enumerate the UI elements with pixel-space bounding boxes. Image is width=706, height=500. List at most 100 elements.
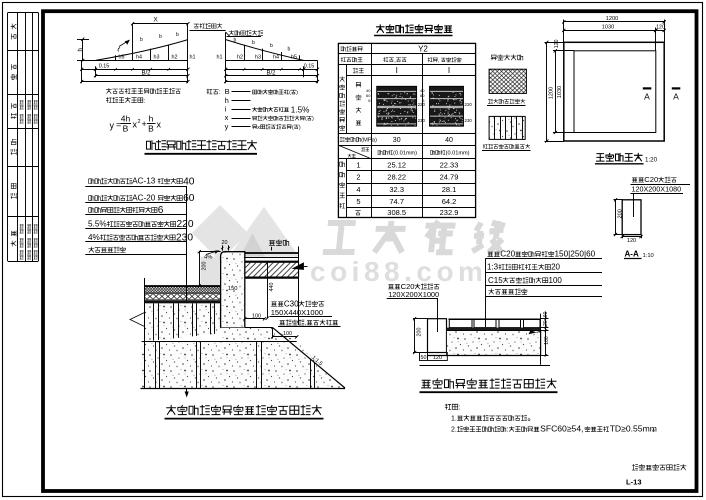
- svg-text:220: 220: [177, 219, 194, 230]
- svg-text:1200: 1200: [549, 87, 555, 99]
- svg-text:C30: C30: [284, 299, 299, 308]
- svg-text:,: ,: [305, 320, 307, 327]
- svg-text:20: 20: [551, 263, 560, 272]
- svg-text:h2: h2: [237, 54, 243, 60]
- svg-text:x: x: [157, 120, 162, 130]
- svg-text:40: 40: [445, 137, 453, 144]
- svg-text:40: 40: [420, 88, 425, 93]
- svg-text:60: 60: [183, 193, 195, 204]
- svg-text:b: b: [234, 38, 237, 44]
- svg-text:AC-20: AC-20: [132, 194, 156, 203]
- svg-text:200: 200: [417, 328, 423, 337]
- svg-text:1.: 1.: [451, 416, 457, 423]
- svg-text:230: 230: [465, 118, 473, 123]
- svg-text:1030: 1030: [602, 25, 614, 31]
- svg-text:150: 150: [228, 286, 238, 292]
- svg-text:X: X: [153, 17, 158, 24]
- svg-text:2: 2: [356, 173, 360, 182]
- svg-text:A: A: [673, 92, 679, 102]
- svg-text:h5: h5: [291, 54, 297, 60]
- svg-text:(MPa): (MPa): [361, 138, 377, 144]
- svg-text:24.79: 24.79: [440, 173, 459, 182]
- svg-text:120: 120: [554, 39, 560, 48]
- svg-text:): ): [312, 116, 314, 122]
- svg-text::: :: [507, 427, 509, 434]
- svg-text:C15: C15: [488, 276, 503, 285]
- svg-text:h5: h5: [119, 54, 125, 60]
- svg-text:1: 1: [356, 160, 360, 169]
- svg-text:(0.01mm): (0.01mm): [393, 151, 417, 157]
- svg-text:C20: C20: [644, 175, 658, 184]
- svg-text::: :: [219, 89, 221, 96]
- svg-text:150X440X1000: 150X440X1000: [271, 308, 323, 317]
- svg-text:A: A: [644, 92, 650, 102]
- svg-text:h2: h2: [172, 54, 178, 60]
- svg-text:20: 20: [222, 240, 228, 246]
- svg-text:120: 120: [433, 355, 442, 361]
- svg-text:220: 220: [418, 102, 426, 107]
- svg-text:I: I: [448, 66, 450, 75]
- svg-text:): ): [299, 125, 301, 131]
- svg-text:22.33: 22.33: [440, 160, 459, 169]
- svg-text:60: 60: [420, 93, 425, 98]
- svg-text:6: 6: [368, 98, 371, 103]
- svg-text:40: 40: [366, 88, 371, 93]
- svg-text:B: B: [225, 87, 230, 96]
- svg-text:A-A: A-A: [625, 250, 639, 259]
- svg-text:6: 6: [158, 205, 164, 216]
- svg-text:x: x: [257, 125, 260, 131]
- svg-text:2.: 2.: [451, 427, 457, 434]
- svg-text:200: 200: [618, 209, 624, 218]
- svg-text:b: b: [252, 40, 255, 46]
- svg-text:B/2: B/2: [141, 70, 151, 76]
- svg-text:(: (: [305, 116, 307, 122]
- svg-text:100: 100: [544, 336, 550, 345]
- svg-text:x: x: [225, 113, 229, 122]
- svg-text:h4: h4: [273, 54, 279, 60]
- svg-text:100: 100: [252, 313, 261, 319]
- svg-text:TD≥0.55mm: TD≥0.55mm: [610, 424, 657, 434]
- svg-text:230: 230: [176, 233, 193, 244]
- svg-text:coi88.com: coi88.com: [310, 256, 487, 287]
- svg-text:AC-13: AC-13: [132, 177, 156, 186]
- svg-text:308.5: 308.5: [387, 208, 406, 217]
- svg-text:120X200X1000: 120X200X1000: [388, 290, 439, 299]
- svg-text:40: 40: [183, 176, 195, 187]
- svg-text:74.7: 74.7: [389, 197, 404, 206]
- svg-text:(: (: [292, 125, 294, 131]
- svg-text::: :: [459, 405, 461, 412]
- svg-text:100: 100: [549, 276, 563, 285]
- svg-text:h3: h3: [255, 54, 261, 60]
- svg-text:b: b: [159, 34, 162, 40]
- svg-text:I: I: [396, 66, 398, 75]
- svg-text:25.12: 25.12: [387, 160, 406, 169]
- svg-text:100: 100: [283, 331, 292, 337]
- svg-text:4%: 4%: [204, 255, 212, 261]
- svg-text:28.1: 28.1: [442, 185, 457, 194]
- svg-text:y: y: [110, 121, 115, 131]
- svg-text:60: 60: [366, 93, 371, 98]
- svg-text:h: h: [225, 96, 229, 105]
- svg-text:): ): [296, 90, 298, 96]
- svg-text:220: 220: [465, 102, 473, 107]
- svg-text:30: 30: [393, 137, 401, 144]
- svg-text:h4: h4: [136, 54, 142, 60]
- svg-text:,: ,: [438, 58, 439, 64]
- svg-text:C20: C20: [401, 282, 415, 291]
- svg-text:5.5%: 5.5%: [88, 220, 107, 229]
- svg-text:Y2: Y2: [418, 45, 428, 54]
- svg-text::: :: [144, 98, 146, 105]
- svg-text:h3: h3: [154, 54, 160, 60]
- svg-text:i: i: [225, 105, 227, 114]
- svg-text:b: b: [270, 43, 273, 49]
- svg-text:h: h: [149, 114, 154, 124]
- svg-text:28.22: 28.22: [387, 173, 406, 182]
- svg-text:(: (: [289, 90, 291, 96]
- svg-text:440: 440: [269, 283, 275, 292]
- svg-text:(0.01mm): (0.01mm): [446, 151, 470, 157]
- svg-text:1030: 1030: [557, 86, 563, 98]
- svg-text:6: 6: [422, 98, 425, 103]
- svg-text:1:10: 1:10: [643, 253, 654, 259]
- svg-text:0.15: 0.15: [304, 64, 315, 70]
- svg-text:,: ,: [394, 58, 396, 64]
